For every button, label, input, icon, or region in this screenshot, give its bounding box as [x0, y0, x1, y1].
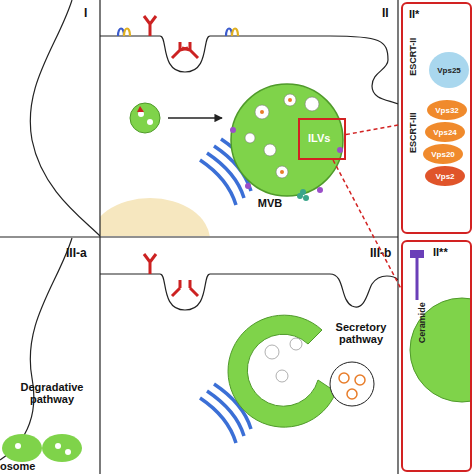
- panel-label: II: [382, 6, 389, 20]
- panel-iiib-art: [100, 254, 398, 443]
- nucleus: [100, 198, 210, 236]
- protein-subunit: Vps20: [423, 144, 463, 164]
- cargo: [260, 98, 292, 174]
- panel: I: [0, 0, 100, 236]
- protein-subunit: Vps2: [425, 166, 465, 186]
- membrane-protein: [230, 127, 343, 193]
- subunit-name: Vps24: [425, 122, 465, 142]
- transport-arrow: [168, 117, 222, 118]
- escrt-complex: [297, 189, 309, 201]
- panel-label: I: [84, 6, 87, 20]
- membrane-protein: [118, 29, 238, 37]
- intraluminal-vesicle: [245, 94, 319, 178]
- zoom-leader: [346, 125, 401, 135]
- panel-label: II**: [433, 246, 448, 258]
- pathway-label: Secretory pathway: [326, 322, 396, 345]
- secretory-vesicle: [330, 362, 374, 406]
- structure-label: MVB: [250, 198, 290, 210]
- panel-divider: [0, 0, 398, 474]
- zoom-leader: [333, 160, 401, 289]
- panel-ii-art: [100, 16, 398, 236]
- pathway-label: Degradative pathway: [12, 382, 92, 405]
- cell-membrane: [100, 36, 398, 104]
- complex-label: ESCRT-III: [409, 103, 418, 163]
- exosome: [339, 373, 365, 399]
- molecule-label: Ceramide: [418, 293, 427, 353]
- panel: III-b: [100, 238, 398, 474]
- ceramide-tail: [416, 258, 419, 300]
- complex-label: ESCRT-II: [409, 27, 418, 87]
- intraluminal-vesicle: [265, 338, 302, 382]
- panel-label: ILVs: [308, 132, 330, 144]
- panel-label: III-a: [66, 246, 87, 260]
- subunit-name: Vps25: [429, 52, 469, 88]
- receptor: [144, 16, 198, 58]
- inset-panel: II**: [401, 240, 472, 472]
- subunit-name: Vps20: [423, 144, 463, 164]
- transport-vesicle: [130, 103, 160, 133]
- panel: III-a: [0, 238, 100, 474]
- cell-membrane: [100, 274, 398, 310]
- lysosome: [2, 434, 82, 462]
- zoom-box: ILVs: [298, 118, 346, 160]
- protein-subunit: Vps24: [425, 122, 465, 142]
- panel: II ILVs: [100, 0, 398, 236]
- protein-subunit: Vps25: [429, 52, 469, 88]
- ceramide-head: [410, 250, 424, 258]
- multivesicular-body: [231, 84, 343, 196]
- panel-label: II*: [409, 8, 419, 20]
- multivesicular-body: [228, 315, 336, 427]
- panel-label: III-b: [370, 246, 391, 260]
- receptor: [144, 254, 198, 296]
- subunit-name: Vps32: [427, 100, 467, 120]
- subunit-name: Vps2: [425, 166, 465, 186]
- cell-membrane: [0, 238, 72, 460]
- protein-subunit: Vps32: [427, 100, 467, 120]
- panel-iiss-art: [410, 250, 472, 402]
- cell-membrane: [30, 0, 100, 236]
- structure-label: osome: [0, 461, 40, 473]
